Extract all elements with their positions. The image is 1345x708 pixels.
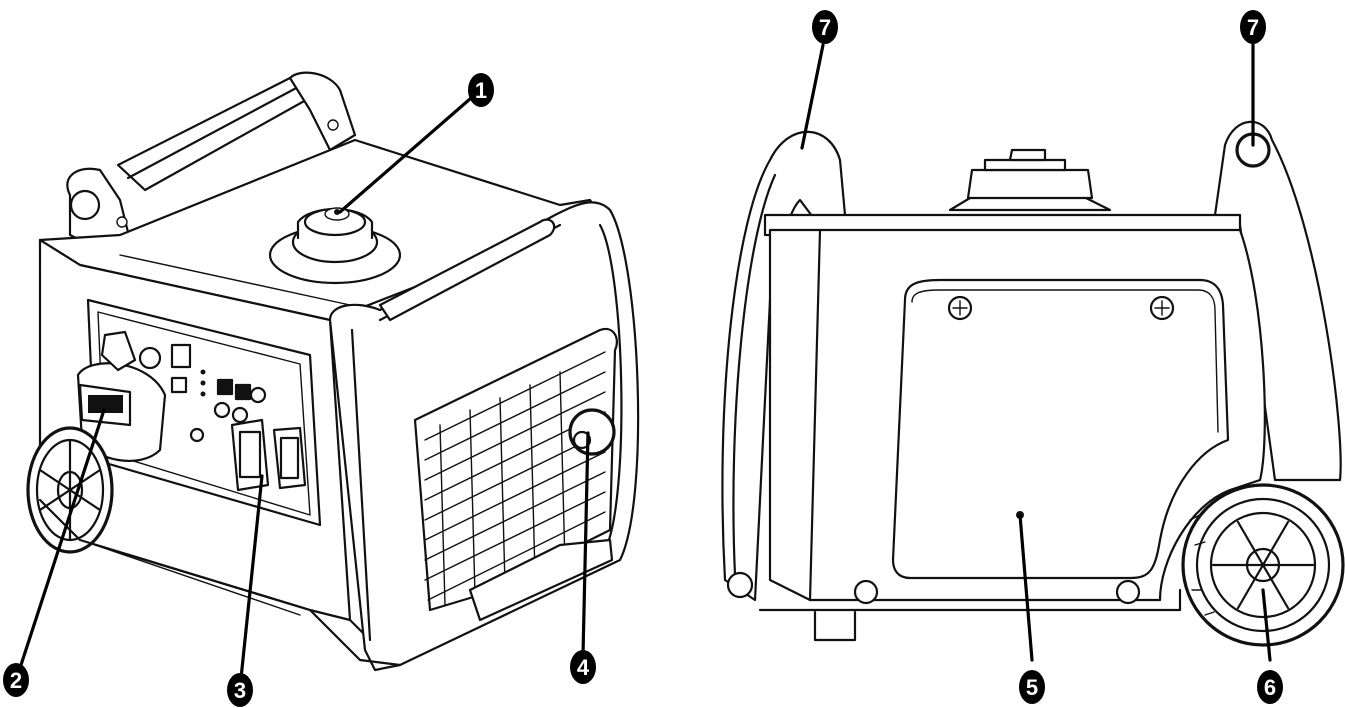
- leader-3: [238, 474, 264, 690]
- side-access-knob: [568, 408, 616, 456]
- choke-knob: [138, 346, 162, 370]
- callout-5: 5: [1019, 670, 1045, 704]
- callout-2: 2: [3, 663, 29, 697]
- air-vent-grille: [413, 327, 618, 622]
- maintenance-cover: [891, 278, 1230, 580]
- eco-switch: [170, 343, 192, 369]
- callout-7b-label: 7: [1247, 15, 1259, 40]
- leader-4: [581, 431, 590, 657]
- callout-4: 4: [570, 650, 596, 684]
- side-right-handle: [1213, 120, 1342, 482]
- callout-6-label: 6: [1264, 675, 1276, 700]
- callout-3-label: 3: [234, 678, 246, 703]
- left-carry-handle: [66, 71, 357, 252]
- callout-3: 3: [227, 673, 253, 707]
- fuel-cap: [268, 207, 402, 285]
- callout-1-label: 1: [475, 78, 487, 103]
- side-wheel: [1181, 483, 1345, 647]
- callout-7a: 7: [812, 10, 838, 44]
- callout-2-label: 2: [10, 668, 22, 693]
- callout-6: 6: [1257, 670, 1283, 704]
- leader-6: [1261, 588, 1272, 662]
- recoil-start-handle: [76, 362, 167, 462]
- leader-5: [1018, 513, 1034, 662]
- generator-front-view: [26, 71, 640, 672]
- ac-outlets: [230, 418, 307, 492]
- leader-1: [338, 90, 480, 214]
- ground-terminal: [189, 427, 205, 443]
- side-fuel-cap: [948, 148, 1112, 212]
- callout-5-label: 5: [1026, 675, 1038, 700]
- leader-lines: [18, 43, 1272, 690]
- callout-7b: 7: [1240, 10, 1266, 44]
- callout-1: 1: [468, 73, 494, 107]
- engine-switch: [100, 330, 137, 372]
- leader-2: [18, 408, 106, 670]
- left-wheel: [26, 426, 114, 554]
- callout-4-label: 4: [577, 655, 590, 680]
- callout-7a-label: 7: [819, 15, 831, 40]
- generator-side-view: [721, 120, 1345, 647]
- leader-7a: [800, 43, 825, 150]
